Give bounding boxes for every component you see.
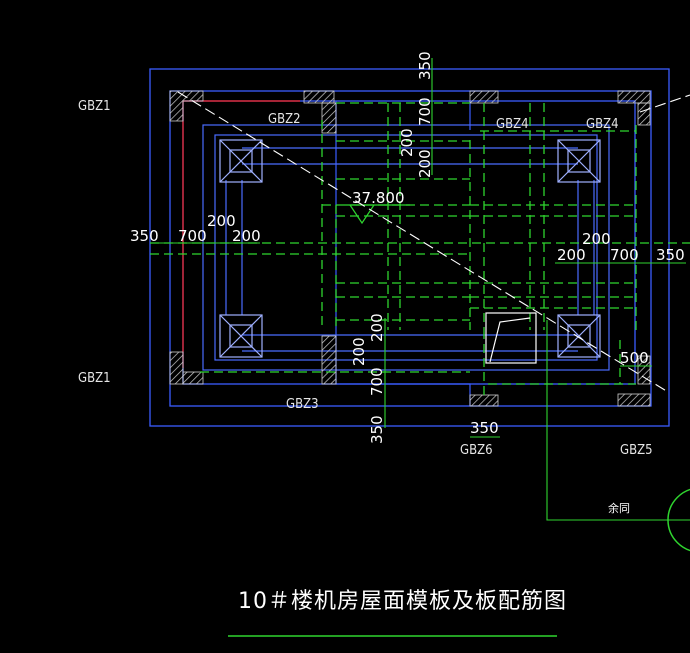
dim-right-350: 350 <box>656 246 685 264</box>
dim-left-200b: 200 <box>232 227 261 245</box>
column-top-left <box>219 139 263 183</box>
dim-bot-350: 350 <box>368 415 386 444</box>
drawing-title: 10＃楼机房屋面模板及板配筋图 <box>238 589 567 614</box>
dim-bot-700: 700 <box>368 367 386 396</box>
label-gbz1-top: GBZ1 <box>78 99 111 114</box>
dim-top-700: 700 <box>416 97 434 126</box>
column-bottom-right <box>557 314 601 358</box>
hatched-walls <box>169 90 651 407</box>
label-gbz6: GBZ6 <box>460 443 493 458</box>
label-gbz2: GBZ2 <box>268 112 301 127</box>
dim-bot-200a: 200 <box>368 313 386 342</box>
elevation-value: 37.800 <box>352 189 405 207</box>
beams <box>202 124 610 371</box>
dim-corner-500: 500 <box>620 349 649 367</box>
dim-left-200a: 200 <box>207 212 236 230</box>
dim-left-700: 700 <box>178 227 207 245</box>
dim-bot-200b: 200 <box>350 337 368 366</box>
label-gbz1-bottom: GBZ1 <box>78 371 111 386</box>
column-top-right <box>557 139 601 183</box>
label-gbz3: GBZ3 <box>286 397 319 412</box>
label-gbz5: GBZ5 <box>620 443 653 458</box>
label-gbz4-a: GBZ4 <box>496 117 529 132</box>
dim-top-350: 350 <box>416 51 434 80</box>
columns <box>219 139 601 358</box>
dim-top-200b: 200 <box>416 149 434 178</box>
dim-right-200b: 200 <box>557 246 586 264</box>
dim-left-350: 350 <box>130 227 159 245</box>
dim-gbz6-350: 350 <box>470 419 499 437</box>
roof-opening <box>485 312 537 364</box>
dimension-lines <box>150 58 690 521</box>
dim-right-200a: 200 <box>582 230 611 248</box>
column-bottom-left <box>219 314 263 358</box>
dim-top-200a: 200 <box>398 128 416 157</box>
dim-right-700: 700 <box>610 246 639 264</box>
axis-bubble <box>667 488 690 552</box>
label-gbz4-b: GBZ4 <box>586 117 619 132</box>
diagonal-section-line <box>177 91 690 393</box>
note-text: 余同 <box>608 501 630 515</box>
elevation-marker <box>345 204 410 225</box>
